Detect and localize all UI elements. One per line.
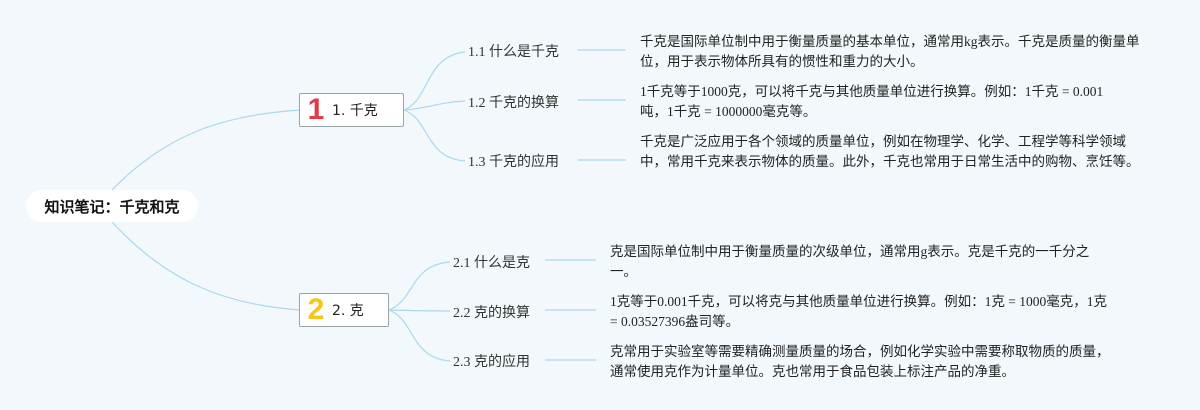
branch-node-2[interactable]: 2 2. 克 — [299, 293, 389, 327]
description-2-2: 1克等于0.001千克，可以将克与其他质量单位进行换算。例如：1克 = 1000… — [610, 294, 1107, 329]
branch-1-label: 1. 千克 — [332, 103, 378, 119]
subtopic-1-1[interactable]: 1.1 什么是千克 — [468, 45, 559, 60]
link-b1-s2 — [403, 100, 466, 111]
link-b1-s1 — [403, 51, 466, 111]
number-2-icon: 2 — [307, 293, 325, 326]
subtopic-1-3[interactable]: 1.3 千克的应用 — [468, 155, 559, 170]
description-1-3: 千克是广泛应用于各个领域的质量单位，例如在物理学、化学、工程学等科学领域中，常用… — [640, 134, 1140, 169]
subtopic-2-1[interactable]: 2.1 什么是克 — [453, 256, 530, 271]
subtopic-2-2[interactable]: 2.2 克的换算 — [453, 306, 530, 321]
subtopic-2-3[interactable]: 2.3 克的应用 — [453, 355, 530, 370]
branch-node-1[interactable]: 1 1. 千克 — [299, 93, 404, 127]
description-1-2: 1千克等于1000克，可以将千克与其他质量单位进行换算。例如：1千克 = 0.0… — [640, 84, 1104, 119]
link-root-branch-2 — [111, 221, 301, 311]
description-2-3: 克常用于实验室等需要精确测量质量的场合，例如化学实验中需要称取物质的质量，通常使… — [610, 344, 1110, 379]
description-2-1: 克是国际单位制中用于衡量质量的次级单位，通常用g表示。克是千克的一千分之一。 — [610, 244, 1090, 279]
branch-2-label: 2. 克 — [332, 303, 364, 319]
link-b2-s3 — [388, 309, 451, 362]
number-1-icon: 1 — [307, 93, 325, 126]
root-title: 知识笔记：千克和克 — [44, 197, 180, 216]
link-b1-s3 — [403, 109, 466, 162]
subtopic-1-2[interactable]: 1.2 千克的换算 — [468, 96, 559, 111]
description-1-1: 千克是国际单位制中用于衡量质量的基本单位，通常用kg表示。千克是质量的衡量单位，… — [640, 34, 1140, 69]
root-node[interactable]: 知识笔记：千克和克 — [26, 190, 198, 222]
link-b2-s1 — [388, 261, 451, 311]
link-root-branch-1 — [111, 109, 301, 191]
link-b2-s2 — [388, 309, 451, 312]
